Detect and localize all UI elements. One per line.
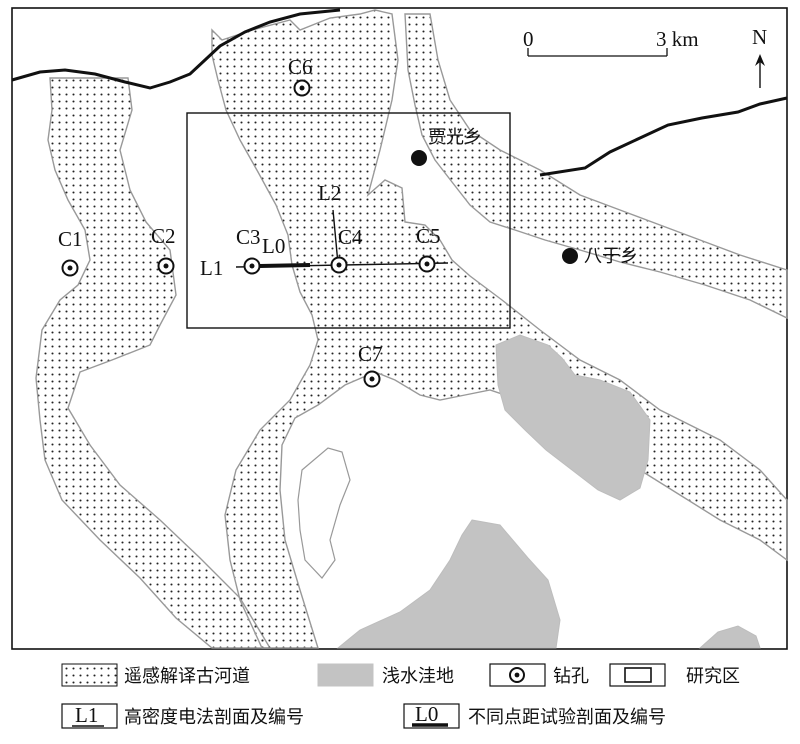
town-jiaguang-dot: [411, 150, 427, 166]
scale-bar: [527, 48, 668, 57]
legend-depression-swatch: [317, 663, 374, 687]
legend: 遥感解译古河道 浅水洼地 钻孔 研究区 L1 高密度电法剖面及编号 L0 不同点…: [61, 663, 740, 729]
borehole-c7: [363, 370, 381, 388]
profile-l2-label: L2: [318, 181, 341, 205]
scale-start-label: 0: [523, 27, 534, 51]
borehole-c5: [418, 255, 436, 273]
channel-island: [297, 447, 351, 579]
borehole-c2: [157, 257, 175, 275]
borehole-c1: [61, 259, 79, 277]
depression-south: [336, 519, 561, 649]
borehole-c5-label: C5: [416, 224, 441, 248]
borehole-c2-label: C2: [151, 224, 176, 248]
borehole-c6: [293, 79, 311, 97]
legend-depression-label: 浅水洼地: [382, 666, 454, 687]
paleochannel-east: [404, 13, 788, 320]
legend-paleochannel-swatch: [61, 663, 118, 687]
profile-l1-label: L1: [200, 256, 223, 280]
legend-study-area-icon: [624, 667, 652, 683]
legend-hd-profile-label: 高密度电法剖面及编号: [124, 707, 304, 728]
borehole-c7-label: C7: [358, 342, 383, 366]
legend-hd-profile-symbol: L1: [75, 703, 98, 727]
legend-borehole-icon-center: [514, 672, 520, 678]
profile-l0-line: [259, 263, 311, 268]
boundary-line-west: [11, 8, 341, 90]
north-label: N: [752, 25, 767, 49]
legend-test-profile-symbol: L0: [415, 702, 438, 726]
depression-southeast: [698, 625, 761, 649]
borehole-c4: [330, 256, 348, 274]
legend-test-profile-label: 不同点距试验剖面及编号: [468, 707, 666, 728]
scale-end-label: 3 km: [656, 27, 699, 51]
legend-study-area-label: 研究区: [686, 666, 740, 687]
profile-l2-line: [332, 209, 339, 265]
boundary-line-east: [539, 96, 788, 177]
depression-northeast: [495, 334, 651, 501]
legend-borehole-label: 钻孔: [553, 666, 589, 687]
legend-hd-profile-swatch: [61, 703, 118, 729]
study-area-box: [186, 112, 511, 329]
borehole-c1-label: C1: [58, 227, 83, 251]
north-arrow-icon: [755, 54, 765, 88]
borehole-c3-label: C3: [236, 225, 261, 249]
legend-paleochannel-label: 遥感解译古河道: [124, 666, 250, 687]
town-jiaguang-label: 贾光乡: [428, 127, 482, 148]
borehole-c6-label: C6: [288, 55, 313, 79]
town-bayu-label: 八于乡: [584, 246, 638, 267]
profile-l0-label: L0: [262, 234, 285, 258]
borehole-c4-label: C4: [338, 225, 363, 249]
borehole-c3: [243, 257, 261, 275]
town-bayu-dot: [562, 248, 578, 264]
